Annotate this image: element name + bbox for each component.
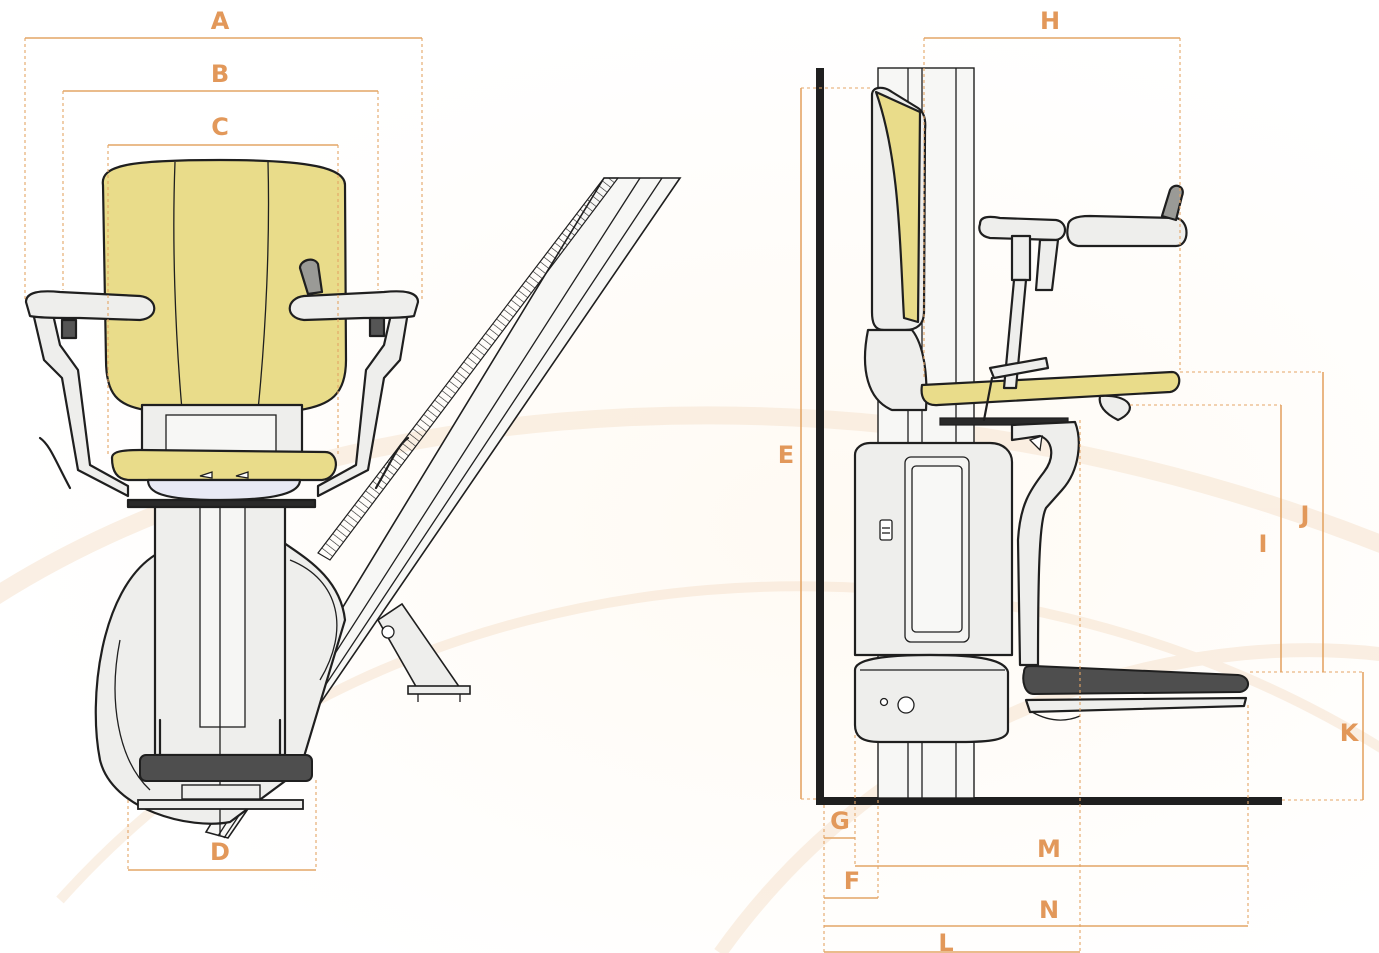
dimension-lines — [24, 37, 1364, 953]
label-h: H — [1040, 7, 1060, 35]
label-f: F — [844, 867, 860, 895]
label-l: L — [938, 929, 953, 953]
side-carriage-base — [853, 653, 1010, 744]
front-backrest — [101, 158, 348, 412]
side-footrest — [1022, 664, 1249, 721]
front-right-arm-frame — [316, 298, 412, 498]
label-k: K — [1340, 719, 1360, 747]
side-armrest-rear — [978, 215, 1067, 242]
side-view — [816, 67, 1282, 805]
front-footrest — [137, 754, 313, 810]
label-j: J — [1299, 501, 1310, 529]
label-g: G — [830, 807, 850, 835]
front-view — [24, 158, 682, 839]
side-floor — [816, 797, 1282, 805]
label-d: D — [210, 838, 230, 866]
front-left-arm-frame — [28, 298, 130, 498]
side-seat — [920, 370, 1181, 407]
label-b: B — [211, 60, 229, 88]
side-wall — [816, 68, 824, 803]
front-seat — [110, 448, 337, 482]
front-right-armrest — [288, 290, 420, 322]
label-i: I — [1259, 530, 1268, 558]
front-left-armrest — [24, 290, 156, 322]
label-m: M — [1037, 835, 1061, 863]
label-e: E — [778, 441, 794, 469]
side-armrest-front — [1066, 214, 1188, 248]
label-n: N — [1039, 896, 1059, 924]
side-leg — [1010, 420, 1080, 667]
label-a: A — [211, 7, 230, 35]
dimension-labels: A B C D E F G H I J K L M N — [210, 7, 1360, 953]
label-c: C — [211, 113, 229, 141]
